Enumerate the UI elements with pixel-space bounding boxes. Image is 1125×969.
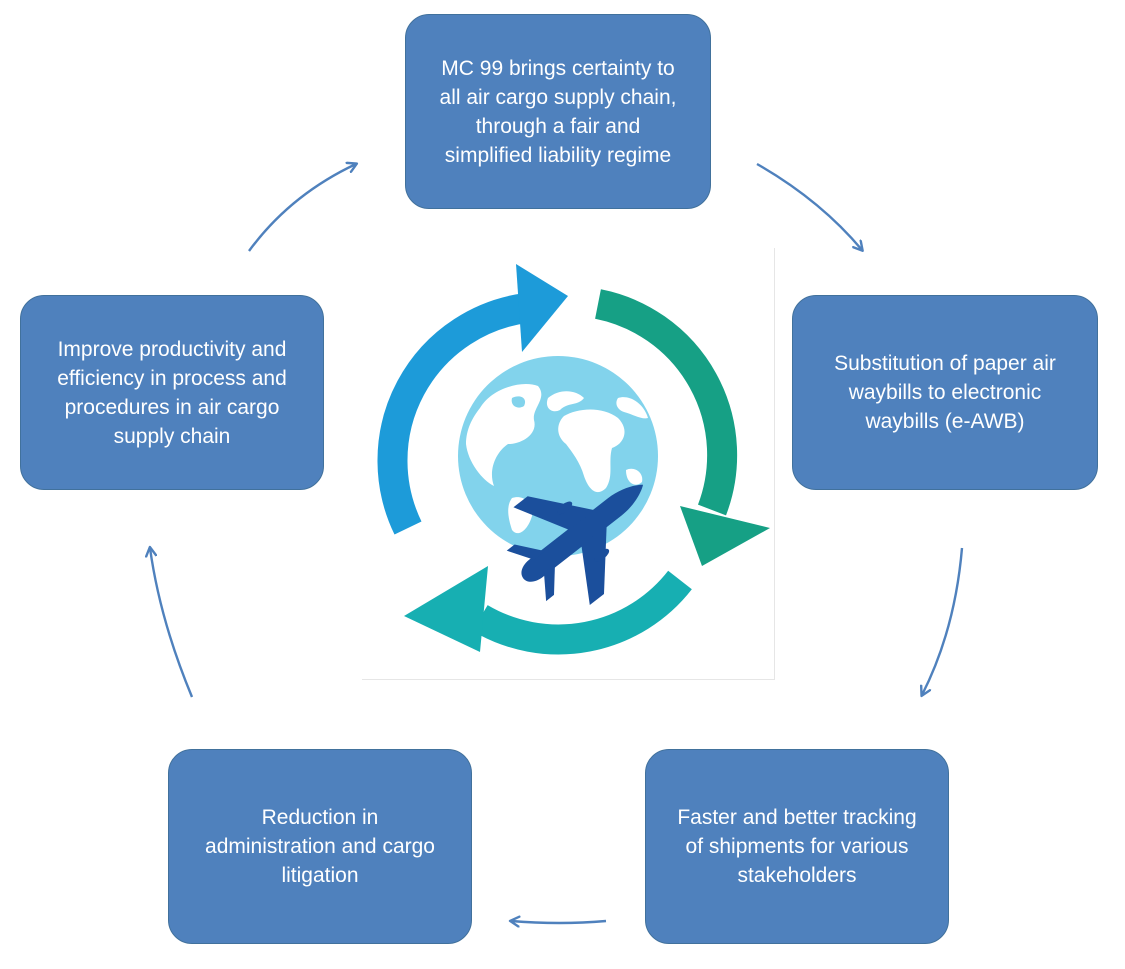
airplane-icon bbox=[506, 484, 644, 606]
box-improve-productivity-text: Improve productivity and efficiency in p… bbox=[57, 337, 287, 448]
connector-bottom-right-to-bottom-left bbox=[511, 921, 607, 923]
box-improve-productivity: Improve productivity and efficiency in p… bbox=[20, 295, 324, 490]
box-faster-tracking-text: Faster and better tracking of shipments … bbox=[677, 806, 917, 887]
connector-right-to-bottom-right bbox=[922, 547, 964, 695]
connector-bottom-left-to-left bbox=[150, 548, 194, 698]
connector-left-to-top bbox=[248, 164, 356, 252]
box-e-awb-substitution: Substitution of paper air waybills to el… bbox=[792, 295, 1098, 490]
cycle-globe-plane-graphic bbox=[377, 264, 770, 655]
box-faster-tracking: Faster and better tracking of shipments … bbox=[645, 749, 949, 944]
box-reduction-litigation-text: Reduction in administration and cargo li… bbox=[205, 806, 435, 887]
recycle-arrows-icon bbox=[377, 264, 770, 655]
center-illustration bbox=[362, 248, 775, 680]
connector-top-to-right bbox=[756, 162, 862, 250]
box-mc99-certainty-text: MC 99 brings certainty to all air cargo … bbox=[439, 56, 677, 167]
box-mc99-certainty: MC 99 brings certainty to all air cargo … bbox=[405, 14, 711, 209]
box-reduction-litigation: Reduction in administration and cargo li… bbox=[168, 749, 472, 944]
globe-icon bbox=[458, 356, 658, 556]
box-e-awb-substitution-text: Substitution of paper air waybills to el… bbox=[834, 352, 1056, 433]
